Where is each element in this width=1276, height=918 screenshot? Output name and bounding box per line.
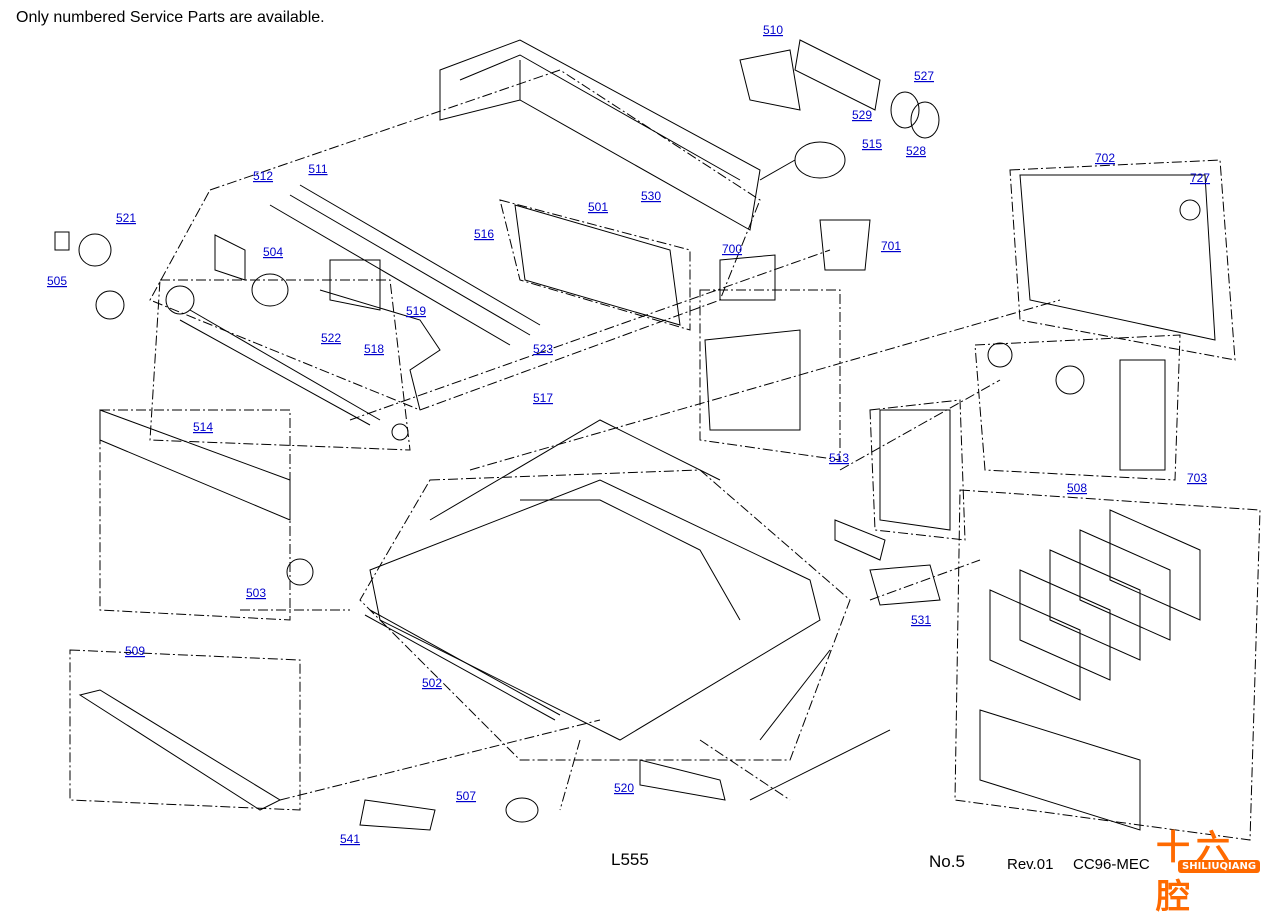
watermark-en: SHILIUQIANG — [1178, 860, 1261, 873]
watermark-logo: 十六腔 SHILIUQIANG — [1148, 818, 1270, 917]
part-label-515[interactable]: 515 — [862, 137, 882, 151]
group-outlines — [69, 69, 1261, 841]
part-label-700[interactable]: 700 — [722, 242, 742, 256]
part-label-703[interactable]: 703 — [1187, 471, 1207, 485]
part-label-701[interactable]: 701 — [881, 239, 901, 253]
part-label-529[interactable]: 529 — [852, 108, 872, 122]
part-label-501[interactable]: 501 — [588, 200, 608, 214]
part-label-504[interactable]: 504 — [263, 245, 283, 259]
part-label-511[interactable]: 511 — [308, 162, 327, 176]
part-label-519[interactable]: 519 — [406, 304, 426, 318]
part-label-509[interactable]: 509 — [125, 644, 145, 658]
part-label-530[interactable]: 530 — [641, 189, 661, 203]
part-label-531[interactable]: 531 — [911, 613, 931, 627]
model-label: L555 — [611, 850, 649, 869]
part-label-523[interactable]: 523 — [533, 342, 553, 356]
part-label-502[interactable]: 502 — [422, 676, 442, 690]
part-label-528[interactable]: 528 — [906, 144, 926, 158]
part-label-503[interactable]: 503 — [246, 586, 266, 600]
top-frame — [439, 39, 761, 231]
part-label-522[interactable]: 522 — [321, 331, 341, 345]
part-label-517[interactable]: 517 — [533, 391, 553, 405]
part-label-516[interactable]: 516 — [474, 227, 494, 241]
exploded-parts-diagram: 510 527 529 528 515 512 511 521 505 504 501 530 516 7… — [47, 23, 1261, 846]
part-labels: 510 527 529 528 515 512 511 521 505 504 501 530 516 7… — [47, 23, 1210, 846]
part-label-518[interactable]: 518 — [364, 342, 384, 356]
part-label-541[interactable]: 541 — [340, 832, 360, 846]
part-label-510[interactable]: 510 — [763, 23, 783, 37]
part-label-702[interactable]: 702 — [1095, 151, 1115, 165]
part-label-512[interactable]: 512 — [253, 169, 273, 183]
part-label-520[interactable]: 520 — [614, 781, 634, 795]
part-label-507[interactable]: 507 — [456, 789, 476, 803]
revision-label: Rev.01 — [1007, 856, 1054, 873]
part-label-514[interactable]: 514 — [193, 420, 213, 434]
part-label-505[interactable]: 505 — [47, 274, 67, 288]
part-label-521[interactable]: 521 — [116, 211, 136, 225]
part-label-527[interactable]: 527 — [914, 69, 934, 83]
part-label-508[interactable]: 508 — [1067, 481, 1087, 495]
ink-tank-stack — [979, 509, 1201, 831]
service-note: Only numbered Service Parts are availabl… — [16, 9, 325, 26]
part-label-727[interactable]: 727 — [1190, 171, 1210, 185]
page-number: No.5 — [929, 852, 965, 871]
part-label-513[interactable]: 513 — [829, 451, 849, 465]
document-code: CC96-MEC — [1073, 856, 1150, 873]
